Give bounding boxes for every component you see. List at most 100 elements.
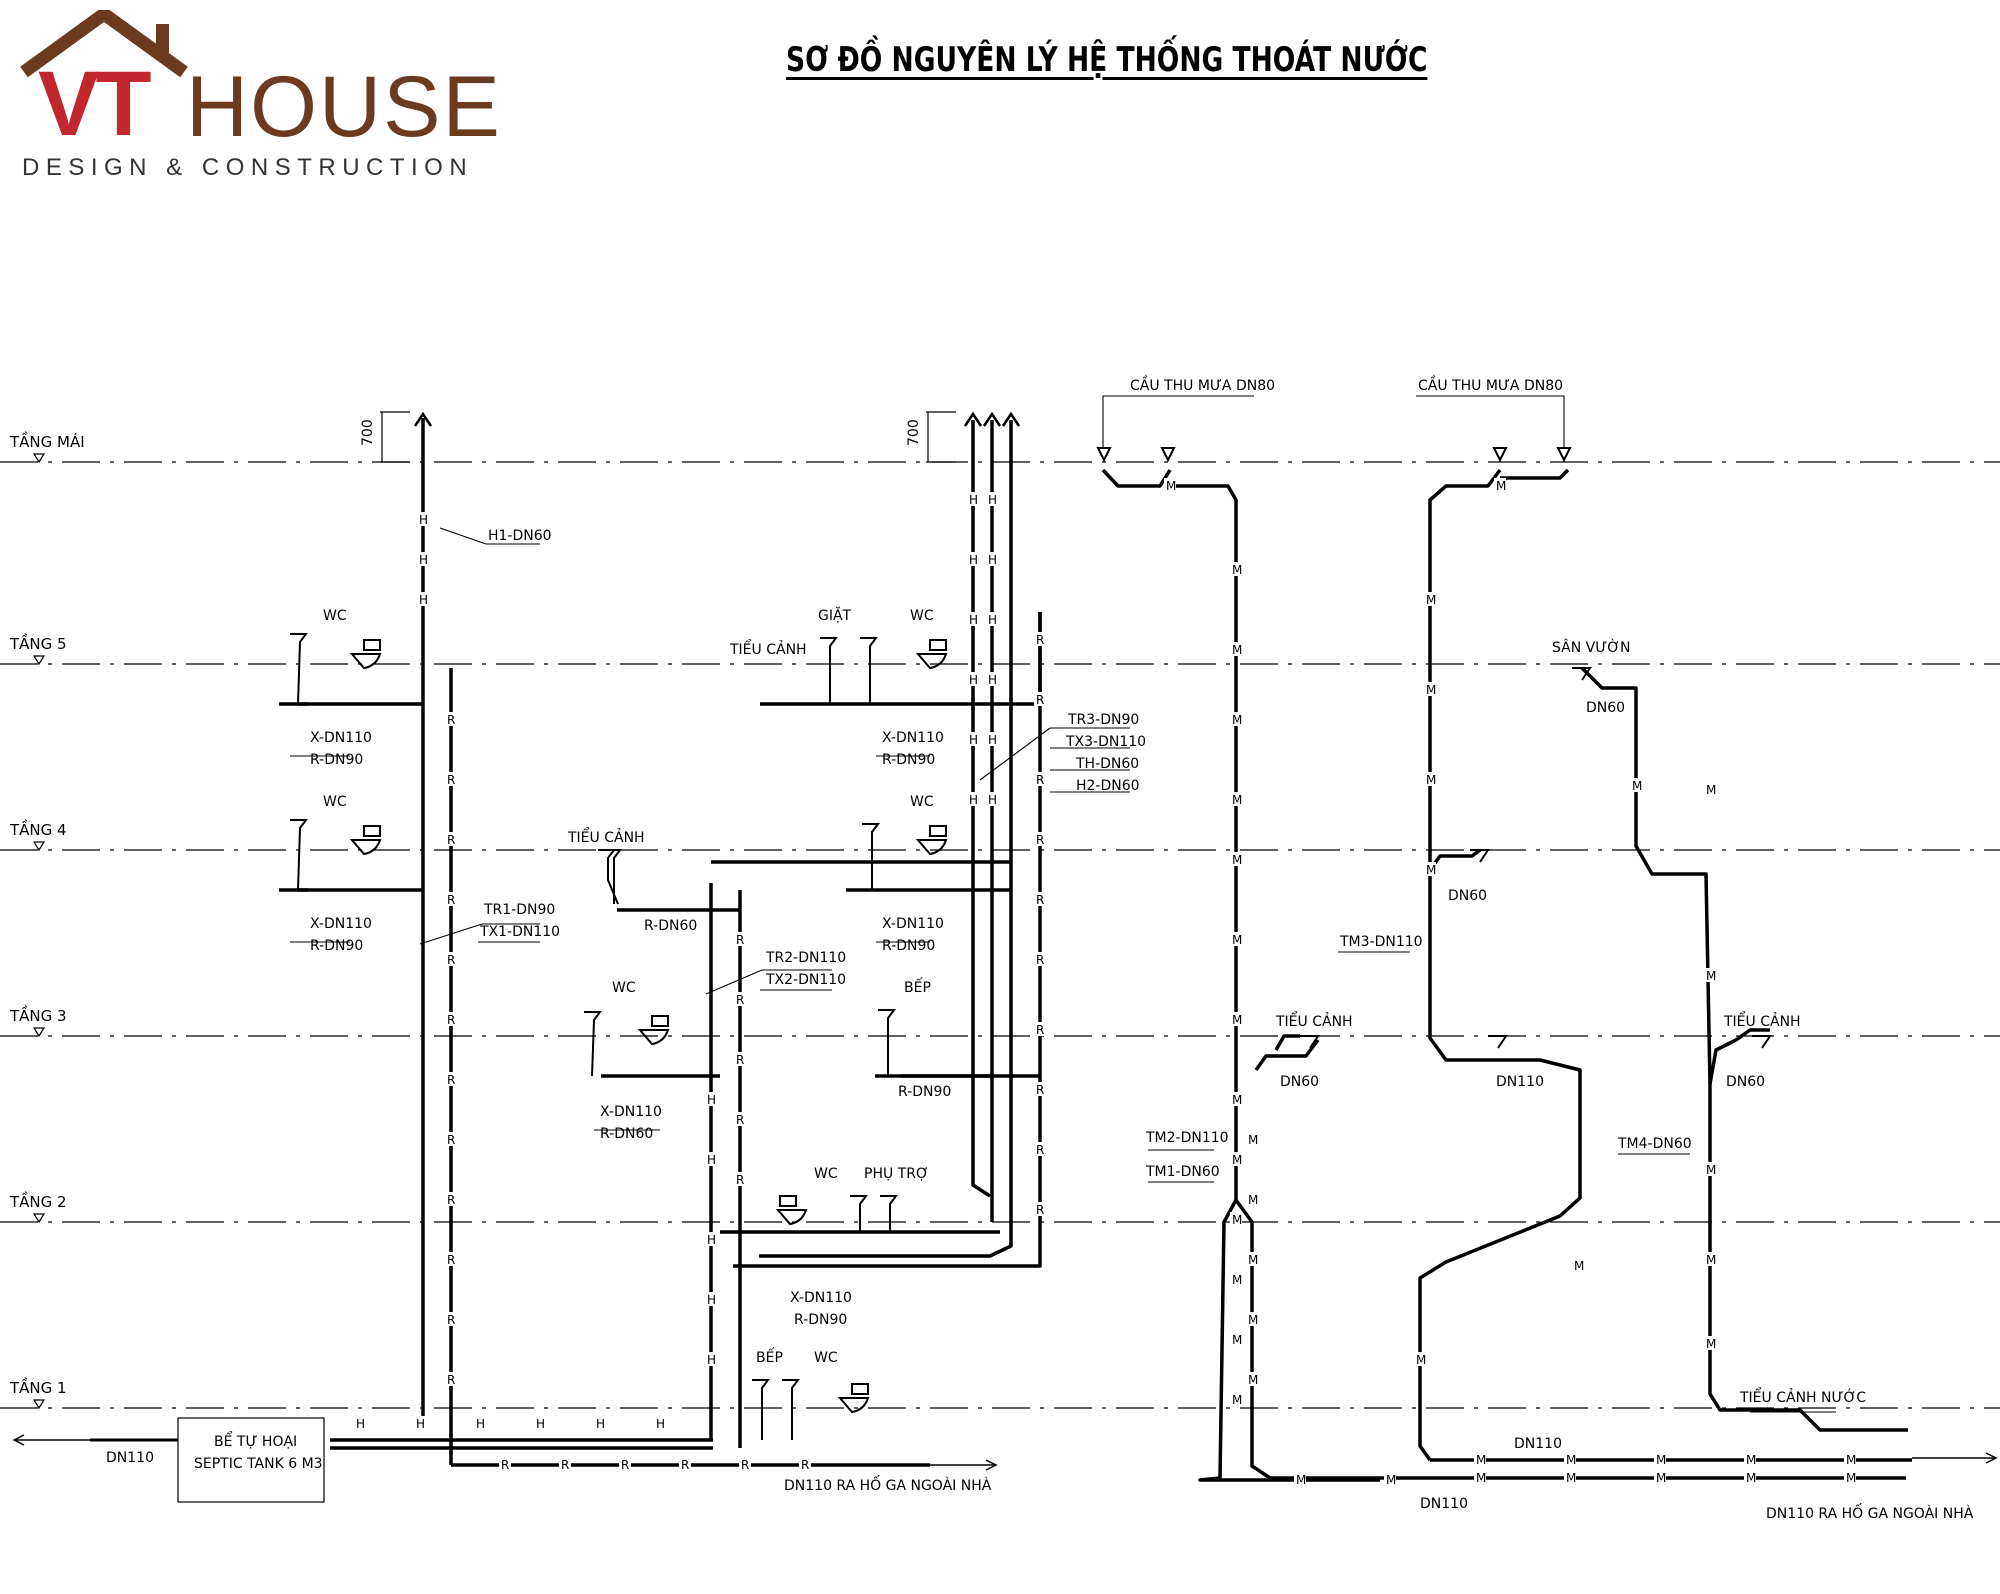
pipe-marker-r: R bbox=[447, 713, 455, 727]
marker-bg bbox=[1424, 772, 1436, 786]
marker-bg bbox=[739, 1457, 751, 1471]
arrow-up-icon bbox=[1001, 411, 1021, 427]
pipe-marker-h: H bbox=[988, 673, 997, 687]
pipe-marker-r: R bbox=[801, 1458, 809, 1472]
marker-bg bbox=[967, 492, 979, 506]
room-giat: GIẶT bbox=[818, 606, 852, 624]
pipe-marker-m: M bbox=[1706, 1337, 1716, 1351]
marker-bg bbox=[1414, 1352, 1426, 1366]
marker-bg bbox=[445, 1132, 457, 1146]
label-r-4-right: R-DN90 bbox=[882, 938, 935, 954]
pipe-marker-m: M bbox=[1476, 1453, 1486, 1467]
marker-bg bbox=[1034, 1142, 1046, 1156]
pipe-marker-h: H bbox=[476, 1417, 485, 1431]
marker-bg bbox=[986, 552, 998, 566]
marker-bg bbox=[1230, 1272, 1242, 1286]
floor-drain-icon bbox=[782, 1379, 800, 1440]
marker-bg bbox=[1704, 782, 1716, 796]
marker-bg bbox=[1424, 592, 1436, 606]
label-r-dn60-4: R-DN60 bbox=[644, 918, 697, 934]
pipe-marker-m: M bbox=[1232, 713, 1242, 727]
marker-bg bbox=[1230, 562, 1242, 576]
company-logo: VT HOUSE DESIGN & CONSTRUCTION bbox=[18, 10, 500, 180]
marker-bg bbox=[986, 732, 998, 746]
outlet-label-right: DN110 RA HỐ GA NGOÀI NHÀ bbox=[1766, 1503, 1974, 1522]
marker-bg bbox=[1230, 712, 1242, 726]
pipe-marker-m: M bbox=[1426, 593, 1436, 607]
rain-head-icon bbox=[1160, 447, 1176, 463]
label-tx2: TX2-DN110 bbox=[765, 972, 846, 988]
marker-bg bbox=[1034, 1202, 1046, 1216]
room-phu-tro: PHỤ TRỢ bbox=[864, 1166, 929, 1182]
pipe-marker-m: M bbox=[1426, 863, 1436, 877]
label-x-2: X-DN110 bbox=[790, 1290, 852, 1306]
pipe-marker-h: H bbox=[988, 733, 997, 747]
pipe-marker-m: M bbox=[1706, 1163, 1716, 1177]
floor-drain-icon bbox=[850, 1195, 868, 1232]
pipe-marker-h: H bbox=[656, 1417, 665, 1431]
label-x-3: X-DN110 bbox=[600, 1104, 662, 1120]
dim-700-right: 700 bbox=[906, 419, 922, 446]
pipe-marker-m: M bbox=[1232, 1333, 1242, 1347]
marker-bg bbox=[1034, 1082, 1046, 1096]
pipe-marker-m: M bbox=[1416, 1353, 1426, 1367]
marker-bg bbox=[1034, 1022, 1046, 1036]
pipe-marker-r: R bbox=[1036, 633, 1044, 647]
pipe-marker-m: M bbox=[1232, 1013, 1242, 1027]
pipe-marker-r: R bbox=[1036, 1203, 1044, 1217]
marker-bg bbox=[1704, 1336, 1716, 1350]
septic-tank bbox=[177, 1417, 325, 1503]
marker-bg bbox=[1424, 682, 1436, 696]
pipe-marker-r: R bbox=[1036, 893, 1044, 907]
pipe-marker-m: M bbox=[1232, 563, 1242, 577]
pipe-marker-h: H bbox=[416, 1417, 425, 1431]
marker-bg bbox=[1564, 1452, 1576, 1466]
pipe-marker-h: H bbox=[988, 613, 997, 627]
marker-bg bbox=[1744, 1470, 1756, 1484]
pipe-marker-m: M bbox=[1232, 933, 1242, 947]
marker-bg bbox=[1630, 778, 1642, 792]
vent-dimensions bbox=[380, 411, 956, 463]
level-5-label: TẦNG 5 bbox=[9, 632, 67, 653]
pipe-marker-m: M bbox=[1232, 1393, 1242, 1407]
pipe-marker-m: M bbox=[1232, 1273, 1242, 1287]
pipe-marker-m: M bbox=[1846, 1471, 1856, 1485]
pipe-marker-h: H bbox=[969, 493, 978, 507]
marker-bg bbox=[1034, 832, 1046, 846]
room-wc-2: WC bbox=[814, 1166, 838, 1182]
pipe-marker-r: R bbox=[1036, 693, 1044, 707]
marker-bg bbox=[967, 792, 979, 806]
marker-bg bbox=[445, 1192, 457, 1206]
label-tx3: TX3-DN110 bbox=[1065, 734, 1146, 750]
room-wc-5-right: WC bbox=[910, 608, 934, 624]
rain-head-icon bbox=[1492, 447, 1508, 463]
arrow-left-icon bbox=[12, 1434, 25, 1446]
marker-bg bbox=[417, 592, 429, 606]
label-th: TH-DN60 bbox=[1075, 756, 1139, 772]
toilet-icon bbox=[837, 1397, 870, 1414]
marker-bg bbox=[445, 1312, 457, 1326]
label-r-5-right: R-DN90 bbox=[882, 752, 935, 768]
logo-vt: VT bbox=[38, 53, 152, 155]
label-dn110-lower: DN110 bbox=[1420, 1496, 1468, 1512]
pipe-marker-h: H bbox=[988, 553, 997, 567]
marker-bg bbox=[1034, 632, 1046, 646]
arrow-up-icon bbox=[982, 411, 1002, 427]
pipe-marker-m: M bbox=[1386, 1473, 1396, 1487]
label-r-2: R-DN90 bbox=[794, 1312, 847, 1328]
toilet-icon bbox=[775, 1209, 808, 1226]
pipe-marker-m: M bbox=[1706, 1253, 1716, 1267]
pipe-marker-m: M bbox=[1746, 1471, 1756, 1485]
pipe-marker-m: M bbox=[1232, 793, 1242, 807]
label-x-4-right: X-DN110 bbox=[882, 916, 944, 932]
pipe-marker-h: H bbox=[969, 733, 978, 747]
toilet-icon bbox=[637, 1029, 670, 1046]
room-wc-3: WC bbox=[612, 980, 636, 996]
pipe-marker-m: M bbox=[1232, 853, 1242, 867]
pipe-marker-m: M bbox=[1426, 773, 1436, 787]
marker-bg bbox=[705, 1232, 717, 1246]
level-marker-icon bbox=[32, 655, 46, 666]
marker-bg bbox=[445, 1372, 457, 1386]
marker-bg bbox=[1654, 1452, 1666, 1466]
